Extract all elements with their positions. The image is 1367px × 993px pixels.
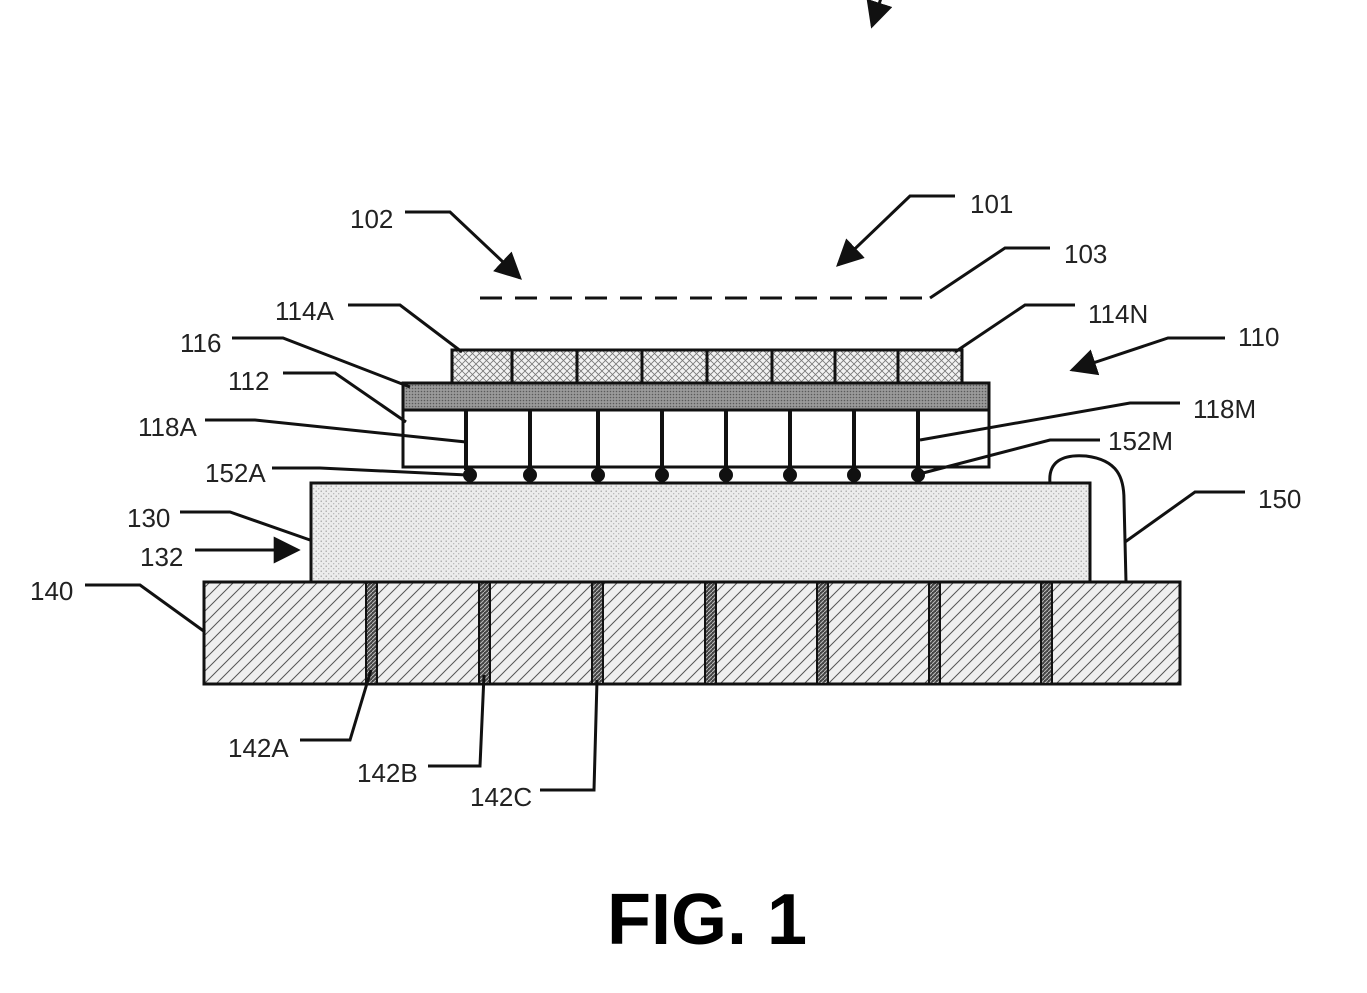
label-101: 101: [970, 189, 1013, 219]
bump: [847, 468, 861, 482]
pixel-array-114: [452, 350, 962, 383]
leader-130: [180, 512, 310, 540]
label-114A: 114A: [275, 296, 334, 326]
bump: [783, 468, 797, 482]
pixel-114A: [452, 350, 512, 383]
pixel: [642, 350, 707, 383]
label-114N: 114N: [1088, 299, 1148, 329]
via-142A: [366, 582, 377, 684]
pixel-114N: [898, 350, 962, 383]
chip-130: [311, 483, 1090, 582]
pixel: [835, 350, 898, 383]
via-142B: [479, 582, 490, 684]
bump-152M: [911, 468, 925, 482]
label-142C: 142C: [470, 782, 532, 812]
pixel: [512, 350, 577, 383]
label-150: 150: [1258, 484, 1301, 514]
bump: [719, 468, 733, 482]
solder-bumps-152: [463, 468, 925, 482]
label-152M: 152M: [1108, 426, 1173, 456]
label-102: 102: [350, 204, 393, 234]
via-142C: [592, 582, 603, 684]
label-142A: 142A: [228, 733, 289, 763]
leader-142C: [540, 680, 597, 790]
label-152A: 152A: [205, 458, 266, 488]
top-arrow: [872, 0, 882, 26]
label-103: 103: [1064, 239, 1107, 269]
via: [929, 582, 940, 684]
bump: [655, 468, 669, 482]
leader-112: [283, 373, 406, 422]
bump: [523, 468, 537, 482]
via: [817, 582, 828, 684]
label-118M: 118M: [1193, 394, 1256, 424]
via: [1041, 582, 1052, 684]
layer-116: [403, 383, 989, 410]
leader-140: [85, 585, 205, 632]
figure-title: FIG. 1: [607, 880, 807, 960]
sensor-body-112: [403, 410, 989, 467]
leader-110: [1072, 338, 1225, 370]
leader-152A: [272, 468, 467, 475]
label-142B: 142B: [357, 758, 418, 788]
leader-101: [838, 196, 955, 265]
label-132: 132: [140, 542, 183, 572]
leader-150: [1125, 492, 1245, 542]
bump: [591, 468, 605, 482]
leader-114N: [955, 305, 1075, 352]
label-110: 110: [1238, 322, 1279, 352]
substrate-140: [204, 582, 1180, 684]
leader-142B: [428, 675, 484, 766]
pixel: [772, 350, 835, 383]
pixel: [577, 350, 642, 383]
leader-114A: [348, 305, 462, 352]
label-118A: 118A: [138, 412, 197, 442]
label-116: 116: [180, 328, 221, 358]
label-130: 130: [127, 503, 170, 533]
leader-102: [405, 212, 520, 278]
label-112: 112: [228, 366, 269, 396]
via: [705, 582, 716, 684]
label-140: 140: [30, 576, 73, 606]
pixel: [707, 350, 772, 383]
leader-103: [930, 248, 1050, 298]
